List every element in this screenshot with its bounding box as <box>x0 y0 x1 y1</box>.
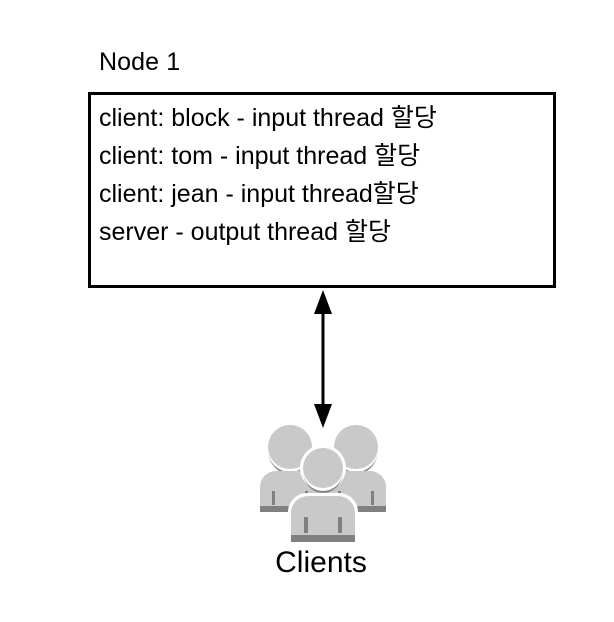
bidirectional-arrow-connector <box>300 288 346 430</box>
node-box-line: client: tom - input thread 할당 <box>99 142 421 170</box>
clients-label: Clients <box>0 545 614 581</box>
node-box-line: client: jean - input thread할당 <box>99 180 419 208</box>
clients-group-icon <box>258 420 388 545</box>
double-arrow-icon <box>314 290 332 428</box>
three-people-icon <box>260 425 386 545</box>
clients-label-text: Clients <box>275 546 367 579</box>
node-box: client: block - input thread 할당 client: … <box>88 92 556 288</box>
node-box-line: client: block - input thread 할당 <box>99 104 437 132</box>
page-title: Node 1 <box>99 48 181 76</box>
node-box-line-list: client: block - input thread 할당 client: … <box>99 99 549 251</box>
node-box-line: server - output thread 할당 <box>99 218 391 246</box>
